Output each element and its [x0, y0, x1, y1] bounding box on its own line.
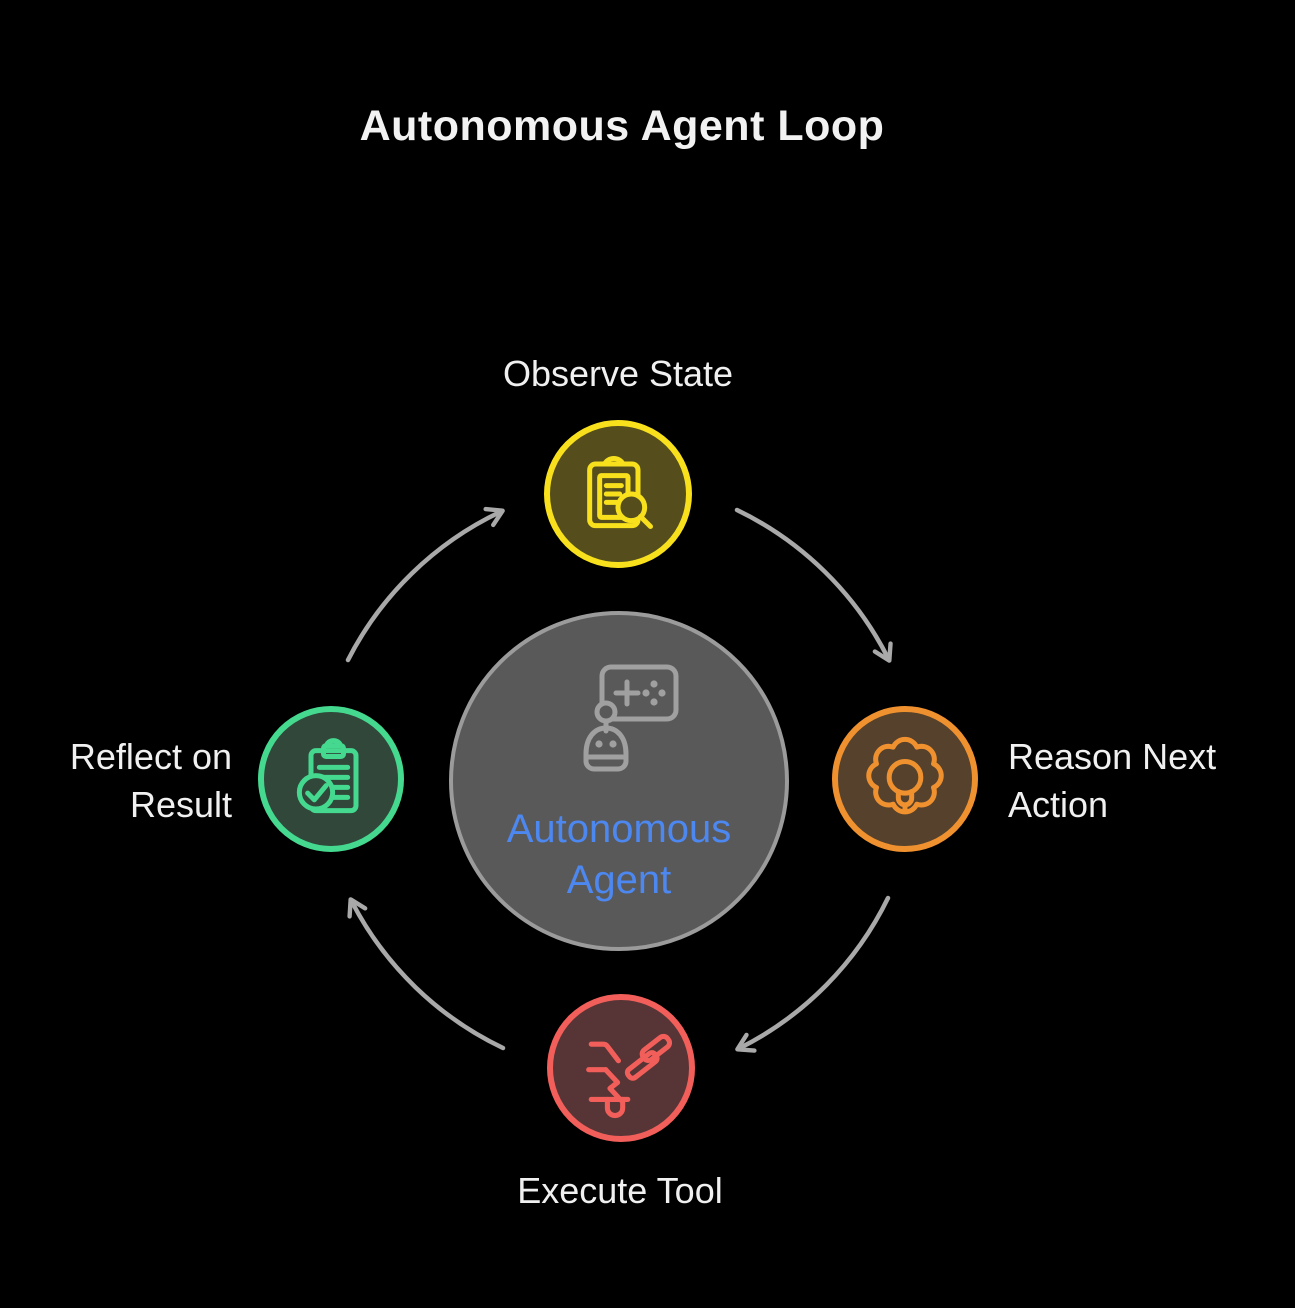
- robot-agent-icon: [583, 664, 679, 772]
- gear-lightbulb-icon: [866, 736, 944, 815]
- diagram-title: Autonomous Agent Loop: [359, 102, 885, 150]
- node-reflect-on-result: [258, 706, 404, 852]
- label-reflect-on-result: Reflect on Result: [69, 736, 232, 825]
- arrow-reason-to-execute: [735, 895, 891, 1053]
- label-execute-tool: Execute Tool: [517, 1170, 723, 1211]
- arrow-execute-to-reflect: [347, 897, 506, 1051]
- clipboard-check-icon: [296, 738, 359, 814]
- hand-gavel-icon: [586, 1033, 672, 1119]
- arrow-observe-to-reason: [734, 507, 893, 663]
- node-autonomous-agent: Autonomous Agent: [449, 611, 789, 951]
- label-observe-state: Observe State: [502, 353, 734, 394]
- node-observe-state: [544, 420, 692, 568]
- label-reason-next-action: Reason Next Action: [1008, 736, 1217, 825]
- clipboard-search-icon: [587, 456, 653, 529]
- arrow-reflect-to-observe: [345, 506, 505, 663]
- node-reason-next-action: [832, 706, 978, 852]
- label-autonomous-agent: Autonomous Agent: [506, 807, 732, 902]
- node-execute-tool: [547, 994, 695, 1142]
